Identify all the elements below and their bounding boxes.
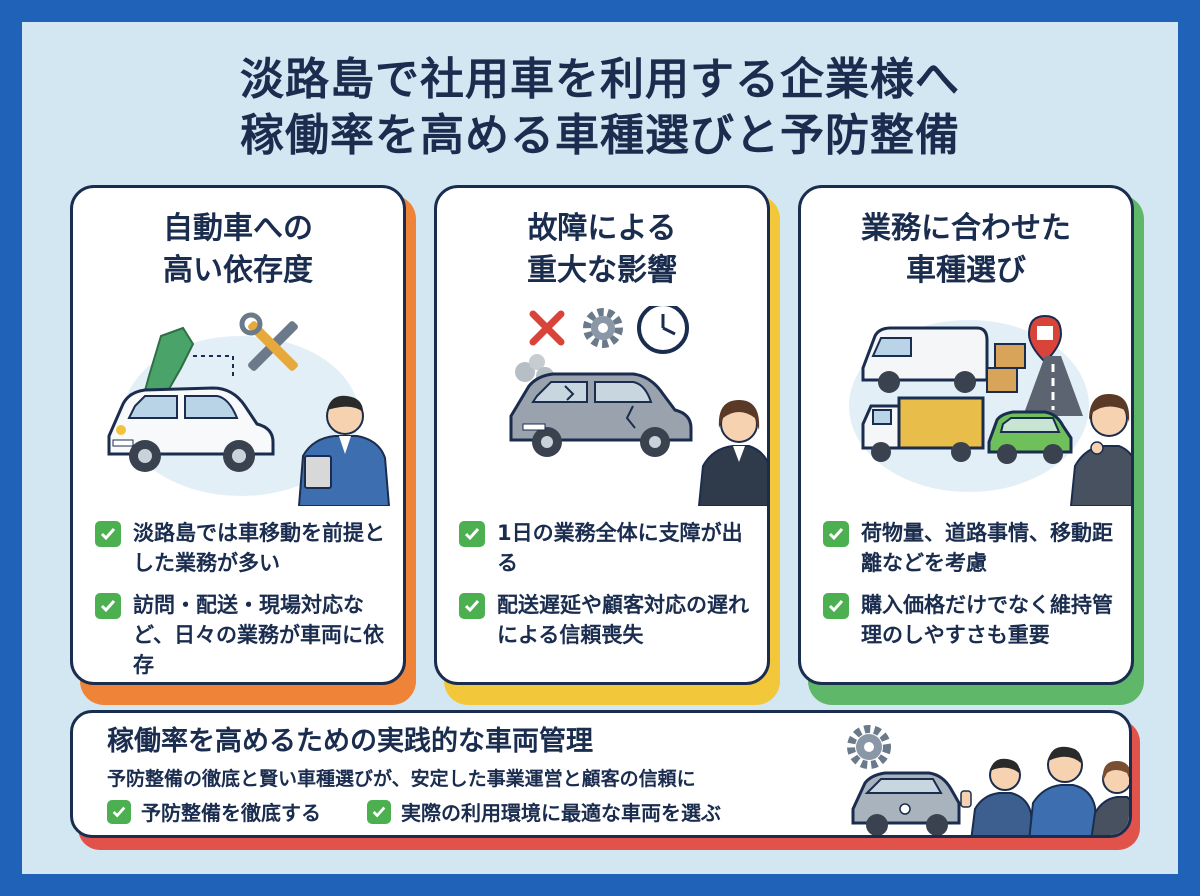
check-icon — [95, 521, 121, 547]
wrench-screwdriver-icon — [239, 312, 298, 371]
card-bullet-list: 1日の業務全体に支障が出る 配送遅延や顧客対応の遅れによる信頼喪失 — [459, 518, 759, 662]
card-illustration — [849, 314, 1131, 506]
card-title-line: 故障による — [527, 211, 677, 246]
bottom-body: 稼働率を高めるための実践的な車両管理 予防整備の徹底と賢い車種選びが、安定した事… — [70, 710, 1132, 838]
clock-icon — [637, 306, 689, 354]
bullet-text: 淡路島では車移動を前提とした業務が多い — [133, 521, 385, 575]
card-title: 故障による 重大な影響 — [437, 208, 767, 292]
card-body: 自動車への 高い依存度 — [70, 185, 406, 685]
card-title-line: 車種選び — [906, 253, 1026, 288]
bottom-item-text: 予防整備を徹底する — [141, 801, 321, 825]
red-x-icon — [529, 310, 565, 346]
poster-title: 淡路島で社用車を利用する企業様へ 稼働率を高める車種選びと予防整備 — [22, 52, 1178, 164]
card-title-line: 重大な影響 — [527, 253, 677, 288]
thinking-woman-icon — [1069, 394, 1131, 506]
bottom-panel: 稼働率を高めるための実践的な車両管理 予防整備の徹底と賢い車種選びが、安定した事… — [70, 710, 1140, 850]
truck-icon — [861, 396, 985, 462]
poster-frame: 淡路島で社用車を利用する企業様へ 稼働率を高める車種選びと予防整備 自動車への … — [22, 22, 1178, 874]
boxes-icon — [986, 343, 1026, 393]
bullet-text: 訪問・配送・現場対応など、日々の業務が車両に依存 — [133, 593, 384, 677]
staff-man-with-clipboard-icon — [297, 395, 391, 506]
dashed-connector-icon — [193, 355, 234, 376]
green-compact-car-icon — [987, 410, 1073, 464]
gear-icon — [583, 308, 623, 348]
card-title-line: 業務に合わせた — [861, 211, 1071, 246]
card-body: 業務に合わせた 車種選び — [798, 185, 1134, 685]
bottom-illustration — [847, 725, 1129, 835]
card-bullet-list: 淡路島では車移動を前提とした業務が多い 訪問・配送・現場対応など、日々の業務が車… — [95, 518, 395, 682]
check-icon — [367, 799, 391, 824]
bullet-text: 1日の業務全体に支障が出る — [497, 521, 743, 575]
list-item: 配送遅延や顧客対応の遅れによる信頼喪失 — [459, 590, 759, 650]
check-icon — [459, 593, 485, 619]
title-line-1: 淡路島で社用車を利用する企業様へ — [240, 54, 960, 105]
list-item: 実際の利用環境に最適な車両を選ぶ — [367, 797, 721, 826]
card-dependence: 自動車への 高い依存度 — [70, 185, 416, 705]
road-sign-icon — [1023, 314, 1083, 416]
list-item: 荷物量、道路事情、移動距離などを考慮 — [823, 518, 1123, 578]
card-title-line: 自動車への — [163, 211, 313, 246]
card-bullet-list: 荷物量、道路事情、移動距離などを考慮 購入価格だけでなく維持管理のしやすさも重要 — [823, 518, 1123, 662]
card-title: 業務に合わせた 車種選び — [801, 208, 1131, 292]
gear-icon — [847, 725, 891, 769]
bottom-title: 稼働率を高めるための実践的な車両管理 — [107, 726, 593, 757]
card-illustration — [509, 306, 767, 506]
bullet-text: 購入価格だけでなく維持管理のしやすさも重要 — [861, 593, 1113, 647]
list-item: 訪問・配送・現場対応など、日々の業務が車両に依存 — [95, 590, 395, 680]
bullet-text: 荷物量、道路事情、移動距離などを考慮 — [861, 521, 1113, 575]
card-body: 故障による 重大な影響 — [434, 185, 770, 685]
card-title: 自動車への 高い依存度 — [73, 208, 403, 292]
card-vehicle-selection: 業務に合わせた 車種選び — [798, 185, 1144, 705]
white-car-icon — [107, 386, 275, 472]
list-item: 購入価格だけでなく維持管理のしやすさも重要 — [823, 590, 1123, 650]
card-title-line: 高い依存度 — [163, 253, 313, 288]
check-icon — [95, 593, 121, 619]
check-icon — [107, 799, 131, 824]
check-icon — [823, 521, 849, 547]
worried-woman-icon — [697, 400, 767, 506]
list-item: 1日の業務全体に支障が出る — [459, 518, 759, 578]
list-item: 予防整備を徹底する — [107, 797, 321, 826]
bottom-subtitle: 予防整備の徹底と賢い車種選びが、安定した事業運営と顧客の信頼に — [107, 768, 696, 790]
title-line-2: 稼働率を高める車種選びと予防整備 — [240, 110, 960, 161]
bullet-text: 配送遅延や顧客対応の遅れによる信頼喪失 — [497, 593, 749, 647]
staff-team-thumbs-up-icon — [960, 746, 1129, 835]
bottom-item-text: 実際の利用環境に最適な車両を選ぶ — [401, 801, 721, 825]
broken-car-icon — [509, 372, 693, 457]
card-breakdown-impact: 故障による 重大な影響 — [434, 185, 780, 705]
list-item: 淡路島では車移動を前提とした業務が多い — [95, 518, 395, 578]
bottom-checklist: 予防整備を徹底する 実際の利用環境に最適な車両を選ぶ — [107, 797, 767, 826]
van-icon — [861, 326, 989, 393]
card-illustration — [107, 312, 391, 506]
check-icon — [459, 521, 485, 547]
car-icon — [851, 771, 961, 835]
check-icon — [823, 593, 849, 619]
